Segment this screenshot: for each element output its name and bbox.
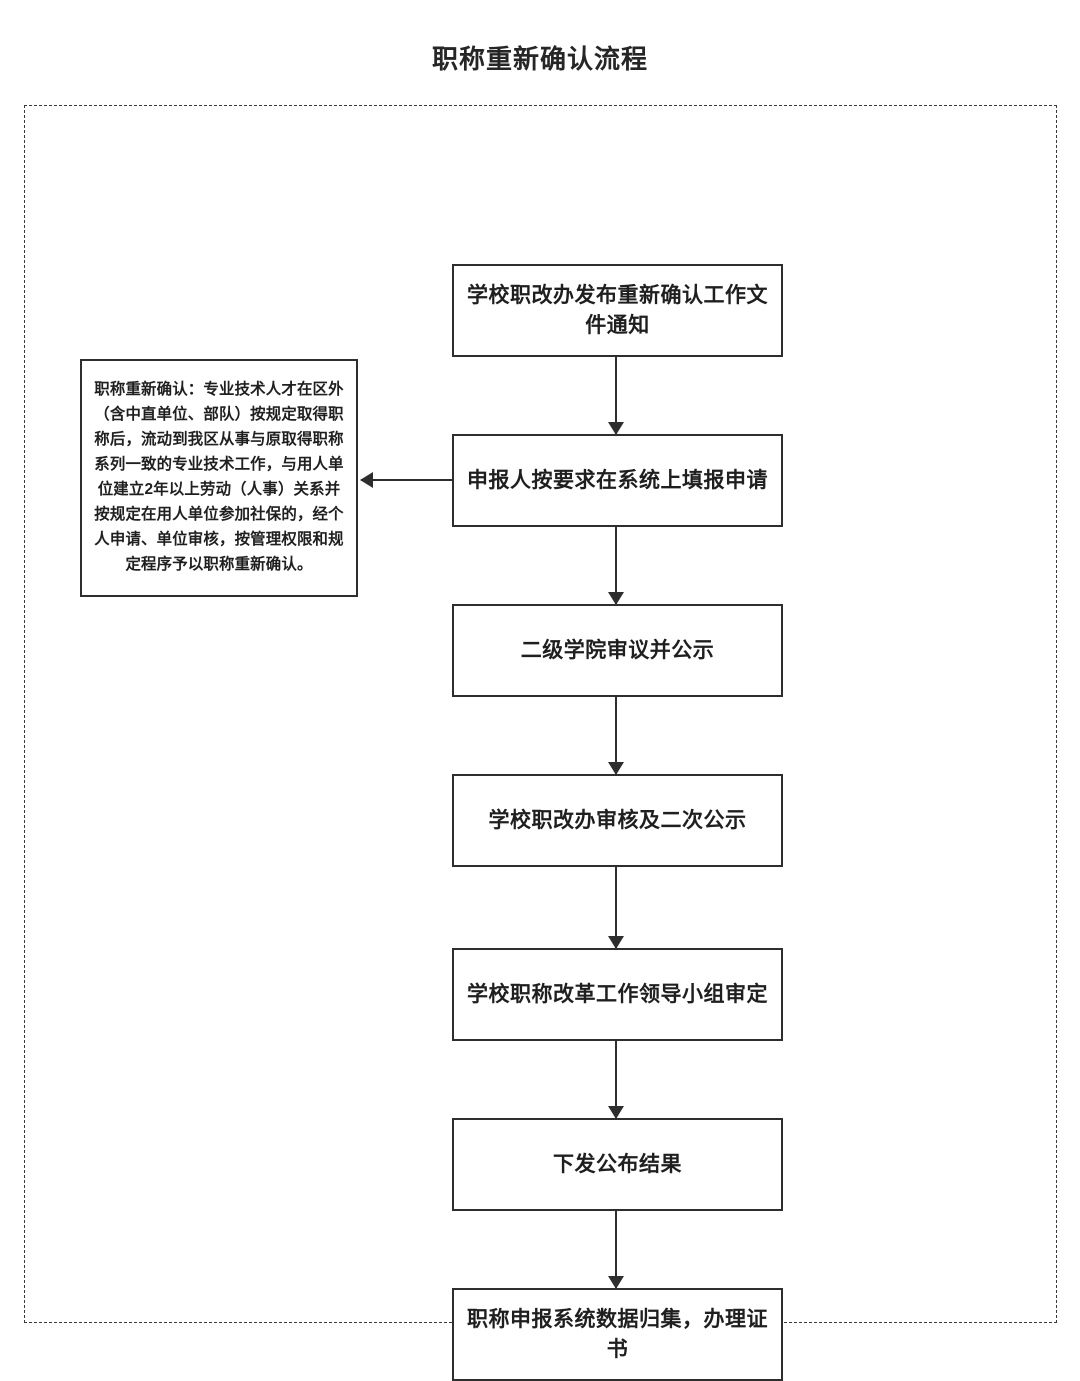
connector-arrow-step6-to-step7 <box>608 1211 624 1289</box>
connector-arrow-step2-to-note <box>360 472 452 488</box>
flow-step-7[interactable]: 职称申报系统数据归集，办理证书 <box>452 1288 783 1381</box>
connector-arrow-step5-to-step6 <box>608 1041 624 1119</box>
flow-step-1[interactable]: 学校职改办发布重新确认工作文件通知 <box>452 264 783 357</box>
flow-step-2-label: 申报人按要求在系统上填报申请 <box>467 468 768 492</box>
connector-arrow-step1-to-step2 <box>608 357 624 435</box>
definition-note-text: 职称重新确认：专业技术人才在区外（含中直单位、部队）按规定取得职称后，流动到我区… <box>94 381 344 573</box>
connector-arrow-step3-to-step4 <box>608 697 624 775</box>
connector-arrow-step4-to-step5 <box>608 867 624 949</box>
flow-step-3-label: 二级学院审议并公示 <box>520 638 715 662</box>
flow-step-6[interactable]: 下发公布结果 <box>452 1118 783 1211</box>
flow-step-7-label: 职称申报系统数据归集，办理证书 <box>467 1307 768 1361</box>
flow-step-4[interactable]: 学校职改办审核及二次公示 <box>452 774 783 867</box>
flow-step-5-label: 学校职称改革工作领导小组审定 <box>467 982 768 1006</box>
page-title: 职称重新确认流程 <box>431 44 648 74</box>
flowchart-container: 职称重新确认：专业技术人才在区外（含中直单位、部队）按规定取得职称后，流动到我区… <box>24 105 1057 1381</box>
flow-step-3[interactable]: 二级学院审议并公示 <box>452 604 783 697</box>
flow-step-6-label: 下发公布结果 <box>553 1152 682 1176</box>
flow-step-1-label: 学校职改办发布重新确认工作文件通知 <box>467 283 768 337</box>
flow-step-4-label: 学校职改办审核及二次公示 <box>488 808 747 832</box>
flow-step-2[interactable]: 申报人按要求在系统上填报申请 <box>452 434 783 527</box>
connector-arrow-step2-to-step3 <box>608 527 624 605</box>
flow-step-5[interactable]: 学校职称改革工作领导小组审定 <box>452 948 783 1041</box>
definition-note-box: 职称重新确认：专业技术人才在区外（含中直单位、部队）按规定取得职称后，流动到我区… <box>80 359 358 597</box>
